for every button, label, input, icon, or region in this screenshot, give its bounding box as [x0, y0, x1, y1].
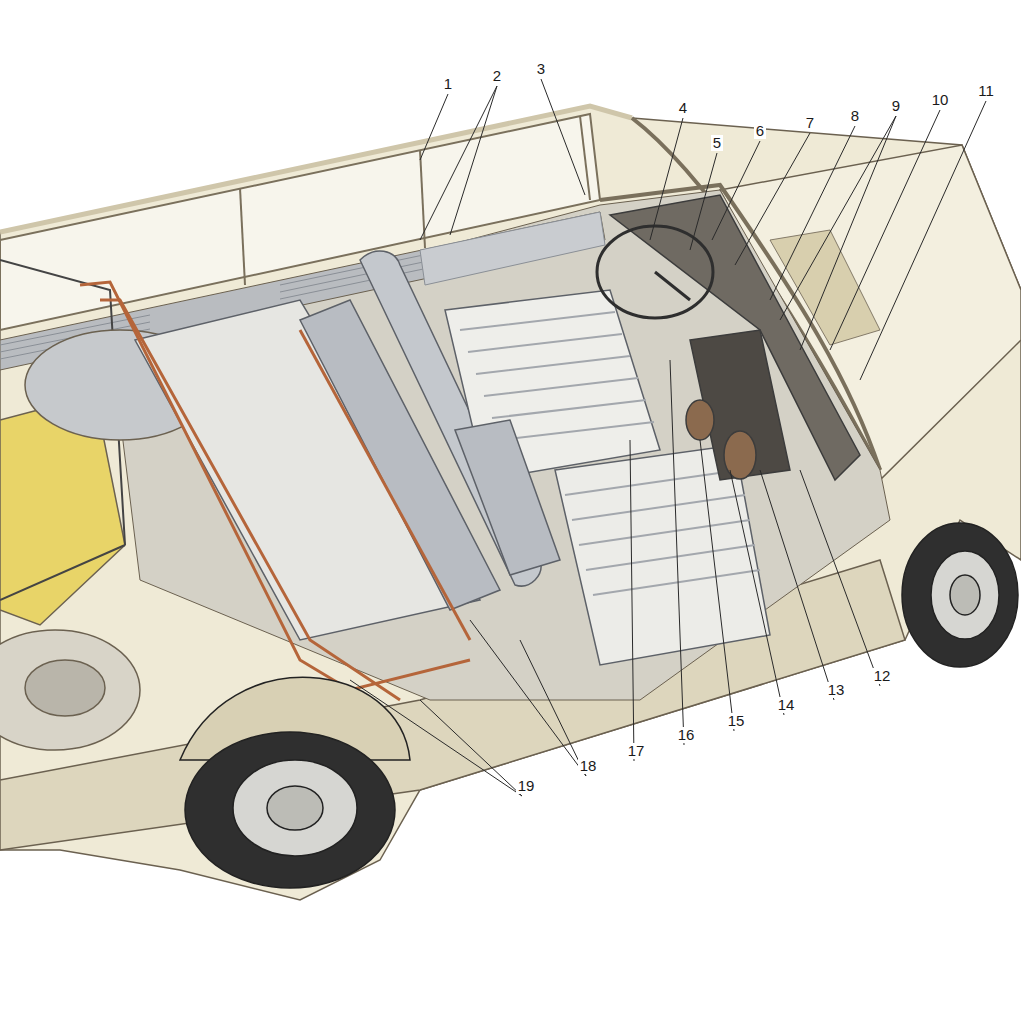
trunk	[0, 630, 140, 750]
callout-number: 18	[578, 758, 599, 774]
leader-lines	[650, 118, 683, 240]
leader-lines	[760, 470, 834, 700]
dashboard	[655, 272, 690, 300]
wheels	[233, 760, 357, 856]
callout-number: 17	[626, 743, 647, 759]
dashboard	[610, 195, 860, 480]
side-windows	[420, 150, 425, 248]
side-windows	[240, 188, 245, 285]
leader-lines	[735, 133, 810, 265]
brake-lines	[80, 282, 470, 700]
callout-number: 16	[676, 727, 697, 743]
callout-number: 8	[849, 108, 861, 124]
wheels	[902, 523, 1018, 667]
leader-lines	[470, 620, 586, 776]
callout-number: 19	[516, 778, 537, 794]
leader-lines	[420, 94, 448, 160]
trunk	[25, 660, 105, 716]
brake-lines	[300, 330, 470, 640]
callout-number: 5	[711, 135, 723, 151]
leader-lines	[541, 79, 585, 195]
leader-lines	[350, 680, 522, 796]
leader-lines	[690, 153, 717, 250]
dashboard	[724, 431, 756, 479]
wheels	[180, 523, 1018, 888]
callout-number: 14	[776, 697, 797, 713]
callout-number: 9	[890, 98, 902, 114]
callout-number: 15	[726, 713, 747, 729]
dashboard	[597, 195, 860, 480]
callout-number: 12	[872, 668, 893, 684]
dashboard	[597, 226, 713, 318]
door-trim	[420, 212, 605, 285]
front-seats	[455, 420, 560, 575]
callout-number: 6	[754, 123, 766, 139]
side-windows	[580, 116, 590, 200]
wheels	[185, 732, 395, 888]
leader-lines	[860, 101, 986, 380]
front-seats	[460, 312, 654, 440]
wheels	[950, 575, 980, 615]
car-body	[0, 106, 1021, 900]
leader-lines	[630, 440, 634, 761]
leader-lines	[730, 470, 784, 715]
wheels	[931, 551, 999, 639]
leader-lines	[350, 79, 986, 796]
dashboard	[686, 400, 714, 440]
car-body	[0, 106, 1021, 900]
leader-lines	[420, 86, 497, 240]
side-windows	[0, 106, 632, 232]
leader-lines	[830, 110, 940, 350]
brake-lines	[100, 300, 400, 700]
brake-lines	[80, 282, 470, 690]
leader-lines	[712, 141, 760, 240]
callout-number: 13	[826, 682, 847, 698]
callout-number: 3	[535, 61, 547, 77]
leader-lines	[780, 116, 896, 350]
leader-lines	[770, 126, 855, 300]
front-seats	[565, 470, 760, 595]
leader-lines	[700, 440, 734, 731]
callout-number: 10	[930, 92, 951, 108]
wheels	[267, 786, 323, 830]
callout-number: 7	[804, 115, 816, 131]
leader-lines	[670, 360, 684, 745]
interior-floor	[110, 190, 890, 700]
leader-lines	[800, 470, 880, 686]
callout-number: 4	[677, 100, 689, 116]
callout-number: 2	[491, 68, 503, 84]
interior-floor	[0, 190, 890, 700]
callout-number: 1	[442, 76, 454, 92]
callout-number: 11	[976, 83, 996, 99]
